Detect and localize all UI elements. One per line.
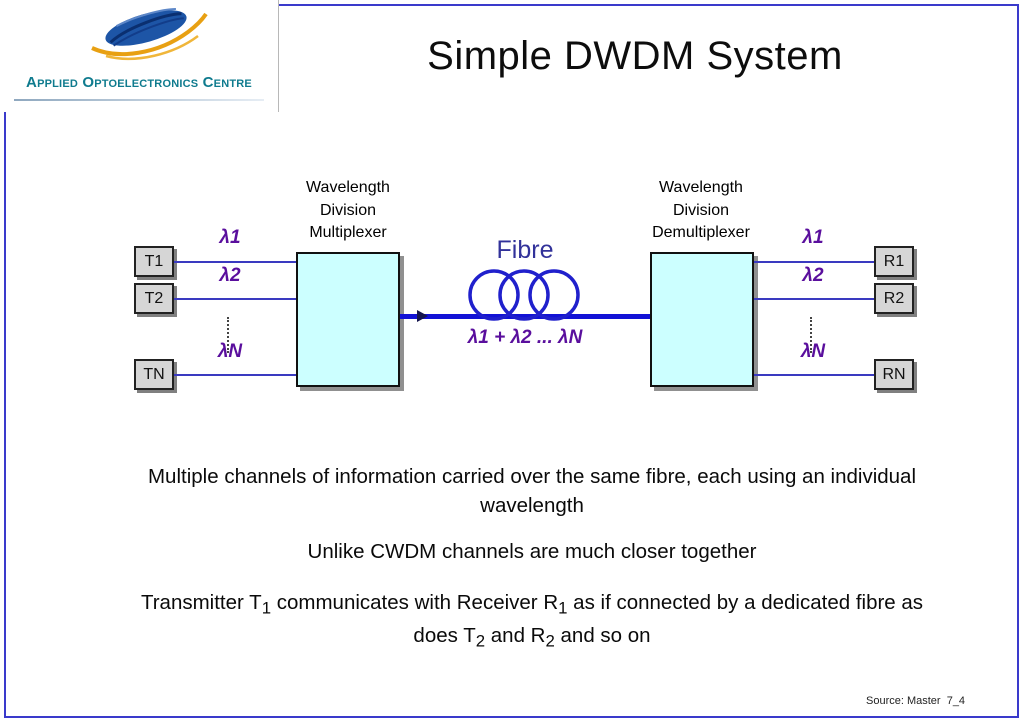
- transmitter-box-t1: T1: [134, 246, 174, 277]
- logo-swoosh-icon: [91, 8, 208, 60]
- lambda-label-right-n: λN: [800, 341, 826, 362]
- fibre-coil-icon: [468, 269, 580, 321]
- fibre-arrow-icon: [417, 310, 428, 322]
- paragraph-cwdm: Unlike CWDM channels are much closer tog…: [307, 540, 757, 563]
- subscript: 1: [558, 598, 568, 618]
- transmitter-box-tn: TN: [134, 359, 174, 390]
- multiplexer-box: [296, 252, 400, 387]
- tx-line-n: [174, 374, 296, 376]
- logo: Applied Optoelectronics Centre: [0, 0, 279, 112]
- subscript: 2: [475, 631, 486, 651]
- lambda-label-left-2: λ2: [219, 265, 241, 286]
- fibre-line: [400, 314, 650, 319]
- text-segment: and so on: [554, 623, 651, 647]
- source-note: Source: Master 7_4: [866, 695, 966, 707]
- rx-line-1: [754, 261, 874, 263]
- tx-line-2: [174, 298, 296, 300]
- receiver-box-r1: R1: [874, 246, 914, 277]
- subscript: 1: [261, 598, 272, 618]
- demux-label: Wavelength Division Demultiplexer: [652, 179, 750, 242]
- paragraph-channels: Multiple channels of information carried…: [147, 465, 917, 518]
- transmitter-box-t2: T2: [134, 283, 174, 314]
- rx-line-n: [754, 374, 874, 376]
- wavelength-equation: λ1 + λ2 ... λN: [467, 327, 583, 348]
- receiver-box-r2: R2: [874, 283, 914, 314]
- paragraph-transmitter: Transmitter T1 communicates with Receive…: [137, 588, 927, 654]
- mux-label: Wavelength Division Multiplexer: [306, 179, 390, 242]
- rx-line-2: [754, 298, 874, 300]
- fibre-label: Fibre: [496, 236, 554, 264]
- text-segment: communicates with Receiver R: [271, 591, 559, 614]
- lambda-label-right-2: λ2: [802, 265, 824, 286]
- text-segment: and R: [485, 623, 546, 647]
- receiver-box-rn: RN: [874, 359, 914, 390]
- logo-text: Applied Optoelectronics Centre: [26, 74, 252, 91]
- lambda-label-left-1: λ1: [219, 227, 241, 248]
- lambda-label-right-1: λ1: [802, 227, 824, 248]
- page-title: Simple DWDM System: [427, 34, 843, 78]
- ellipsis-dots-right: [810, 317, 812, 353]
- logo-rule: [14, 99, 264, 101]
- lambda-label-left-n: λN: [217, 341, 243, 362]
- ellipsis-dots-left: [227, 317, 229, 353]
- text-segment: Transmitter T: [140, 591, 262, 614]
- demultiplexer-box: [650, 252, 754, 387]
- subscript: 2: [545, 631, 555, 651]
- text-segment: as if connected by a dedicated fibre as …: [413, 591, 924, 647]
- tx-line-1: [174, 261, 296, 263]
